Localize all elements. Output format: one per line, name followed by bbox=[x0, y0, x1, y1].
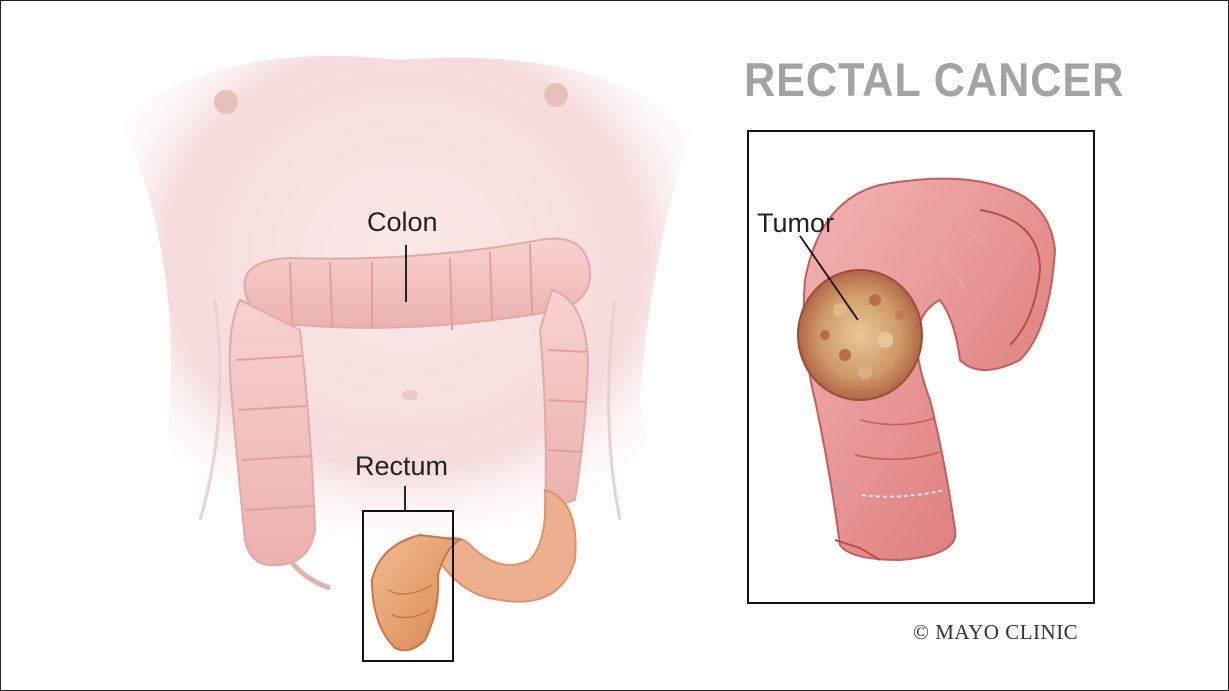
left-nipple bbox=[214, 90, 238, 114]
copyright-credit: © MAYO CLINIC bbox=[913, 620, 1078, 645]
colon-label: Colon bbox=[367, 207, 438, 238]
tumor-label: Tumor bbox=[757, 208, 834, 239]
figure-title: RECTAL CANCER bbox=[744, 52, 1124, 107]
tumor-mass bbox=[798, 270, 922, 400]
right-nipple bbox=[544, 83, 568, 107]
rectum-label: Rectum bbox=[355, 451, 448, 482]
